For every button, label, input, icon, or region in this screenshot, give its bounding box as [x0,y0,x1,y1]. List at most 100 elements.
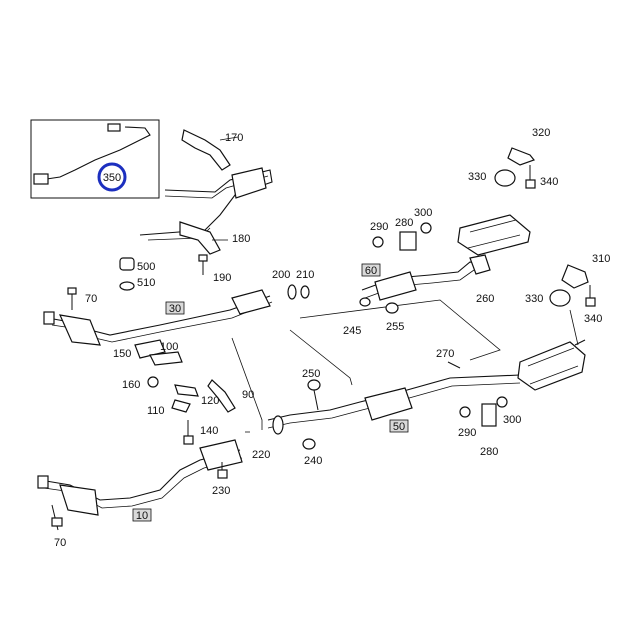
bracket-310 [561,264,589,289]
callout-330-upper[interactable]: 330 [468,171,486,183]
callout-300-upper[interactable]: 300 [414,207,432,219]
rubber-mount-330-lower [549,289,571,307]
bolt-290-lower [459,406,471,418]
rear-pipe-60: 60 245 255 260 [343,254,494,337]
callout-350-highlight-ring[interactable] [97,162,127,192]
callout-500[interactable]: 500 [137,261,155,273]
bolt-70-lower [51,517,63,527]
silencer-upper [457,214,531,256]
leader-lines [231,299,501,433]
sensor-cable [39,126,151,181]
clamp-270 [447,361,461,369]
callout-340-lower[interactable]: 340 [584,313,602,325]
bracket-90 [207,379,236,413]
bracket-100 [149,351,183,366]
rubber-mount-330-upper [494,169,516,187]
callout-70-upper[interactable]: 70 [85,293,97,305]
sensor-body [33,173,49,185]
center-muffler-50 [364,387,413,421]
callout-255[interactable]: 255 [386,321,404,333]
clamp-200-210: 200 210 [272,269,314,300]
front-pipe-30: 30 70 [43,287,273,346]
callout-30[interactable]: 30 [169,303,181,315]
bolt-230 [217,469,228,479]
callout-290-lower[interactable]: 290 [458,427,476,439]
hanger-280-lower [481,403,497,427]
bolt-290-upper [372,236,384,248]
nut-300-lower [496,396,508,408]
flange-220 [272,415,284,435]
callout-90[interactable]: 90 [242,389,254,401]
upper-crossover-pipe: 170 180 190 [139,129,273,284]
nut-140 [183,435,194,445]
plug-500-510: 500 510 [119,257,155,291]
callout-310[interactable]: 310 [592,253,610,265]
callout-250[interactable]: 250 [302,368,320,380]
callout-160[interactable]: 160 [122,379,140,391]
callout-290-upper[interactable]: 290 [370,221,388,233]
lower-rear-silencer: 310 330 340 270 290 300 280 [436,253,610,458]
catalytic-converter-upper [231,289,271,315]
callout-350[interactable]: 350 [103,172,121,184]
callout-230[interactable]: 230 [212,485,230,497]
hanger-280-upper [399,231,417,251]
manifold-flange-lower [59,484,99,516]
bolt-250 [307,379,321,391]
inset-oxygen-sensor: 350 [30,119,160,199]
callout-510[interactable]: 510 [137,277,155,289]
silencer-lower [517,341,586,391]
callout-10[interactable]: 10 [136,510,148,522]
callout-100[interactable]: 100 [160,341,178,353]
callout-60[interactable]: 60 [365,265,377,277]
callout-280-lower[interactable]: 280 [480,446,498,458]
callout-140[interactable]: 140 [200,425,218,437]
catalytic-converter-lower [199,439,243,471]
rear-muffler-60 [374,271,417,301]
upper-catalytic-converter [231,167,267,199]
clamp-255 [385,302,399,314]
plug-500 [119,257,135,271]
heat-shield-170 [181,129,231,171]
inset-frame [30,119,160,199]
callout-50[interactable]: 50 [393,421,405,433]
manifold-flange-upper [58,314,101,346]
clip-110 [171,399,191,413]
callout-190[interactable]: 190 [213,272,231,284]
callout-340-upper[interactable]: 340 [540,176,558,188]
ring-210 [300,285,310,299]
bolt-340-lower [585,297,596,307]
callout-320[interactable]: 320 [532,127,550,139]
callout-150[interactable]: 150 [113,348,131,360]
gasket-200 [287,284,297,300]
callout-70-lower[interactable]: 70 [54,537,66,549]
callout-200[interactable]: 200 [272,269,290,281]
bracket-180 [179,221,221,255]
hanger-260 [469,254,491,275]
callout-270[interactable]: 270 [436,348,454,360]
upper-rear-silencer: 320 330 340 290 280 300 [370,127,558,256]
nut-240 [302,438,316,450]
callout-170[interactable]: 170 [225,132,243,144]
bracket-120 [174,384,199,397]
callout-120[interactable]: 120 [201,395,219,407]
callout-280-upper[interactable]: 280 [395,217,413,229]
bracket-cluster: 150 100 160 110 120 90 [113,339,254,417]
callout-180[interactable]: 180 [232,233,250,245]
callout-260[interactable]: 260 [476,293,494,305]
bolt-340-upper [525,179,536,189]
callout-300-lower[interactable]: 300 [503,414,521,426]
callout-110[interactable]: 110 [147,405,165,417]
callout-330-lower[interactable]: 330 [525,293,543,305]
washer-510 [119,281,135,291]
callout-240[interactable]: 240 [304,455,322,467]
nut-245 [359,297,371,307]
callout-220[interactable]: 220 [252,449,270,461]
callout-245[interactable]: 245 [343,325,361,337]
sensor-plug [107,123,121,132]
callout-210[interactable]: 210 [296,269,314,281]
intermediate-pipe-50: 50 220 240 250 [252,368,521,467]
bracket-150 [134,339,166,359]
nut-160 [147,376,159,388]
